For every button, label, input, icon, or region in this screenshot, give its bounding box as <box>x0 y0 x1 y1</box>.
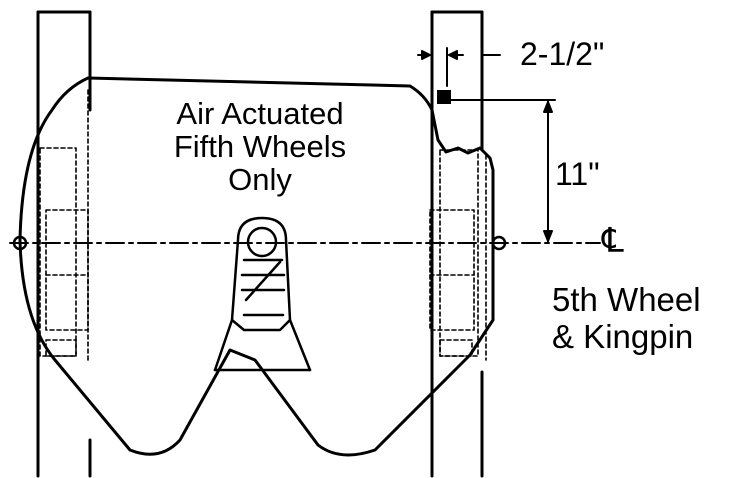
fifth-wheel-plate-outline <box>18 76 495 457</box>
centerline-label-line-1: 5th Wheel <box>552 281 701 318</box>
note-line-3: Only <box>228 162 292 197</box>
left-frame-rail <box>36 10 92 478</box>
horizontal-dimension-label: 2-1/2" <box>520 36 605 72</box>
centerline-symbol: ℄ <box>602 222 624 260</box>
right-mount-bracket <box>429 149 487 361</box>
note-air-actuated: Air Actuated Fifth Wheels Only <box>130 98 390 195</box>
note-line-1: Air Actuated <box>176 96 344 131</box>
centerline-label-line-2: & Kingpin <box>552 318 694 355</box>
centerline-label: 5th Wheel & Kingpin <box>552 283 701 353</box>
left-mount-bracket <box>39 89 89 361</box>
vertical-dimension-lines <box>450 99 556 244</box>
kingpin-marker <box>437 90 451 104</box>
vertical-dimension-label: 11" <box>555 156 600 192</box>
kingpin-throat <box>213 216 312 372</box>
horizontal-dimension-lines <box>417 47 501 87</box>
note-line-2: Fifth Wheels <box>173 129 347 164</box>
